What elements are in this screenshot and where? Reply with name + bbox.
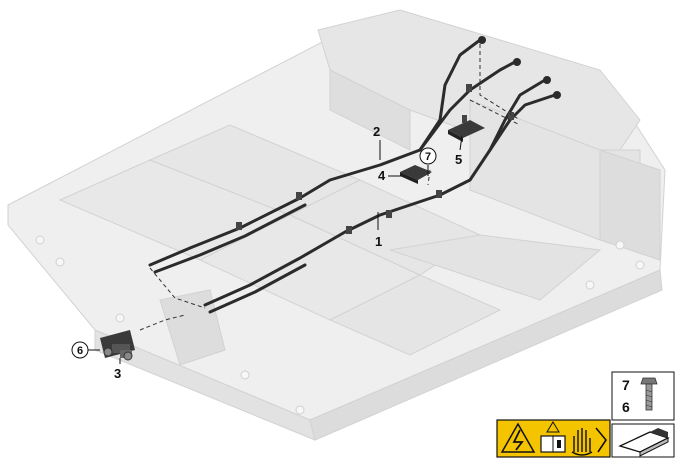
cable-clips [236, 84, 514, 234]
insulated-tool-icon [611, 423, 675, 458]
holder-part-5 [448, 115, 485, 142]
callout-7-circle: 7 [419, 147, 437, 165]
protective-gloves-icon [571, 427, 607, 456]
callout-6-circle: 6 [71, 341, 89, 359]
callout-3: 3 [114, 366, 121, 381]
cable-terminals [478, 36, 561, 99]
connector-part-3 [100, 330, 135, 361]
fastener-legend-box: 7 6 [611, 371, 675, 421]
bracket-part-4 [400, 165, 432, 184]
cable-harness-1 [203, 78, 557, 314]
housing-mounting-holes [35, 235, 645, 415]
callout-1: 1 [375, 234, 382, 249]
callout-2: 2 [373, 124, 380, 139]
safety-icons-strip [496, 419, 675, 458]
bolt-icon [640, 377, 658, 411]
callout-5: 5 [455, 152, 462, 167]
legend-number-7: 7 [622, 377, 630, 393]
callout-6: 6 [77, 345, 83, 357]
high-voltage-warning-icon [500, 422, 536, 453]
leader-lines [88, 135, 463, 364]
battery-housing [7, 9, 666, 441]
read-manual-icon [540, 421, 566, 453]
callout-4: 4 [378, 168, 386, 183]
legend-number-6: 6 [622, 399, 630, 415]
callout-7: 7 [425, 151, 431, 163]
